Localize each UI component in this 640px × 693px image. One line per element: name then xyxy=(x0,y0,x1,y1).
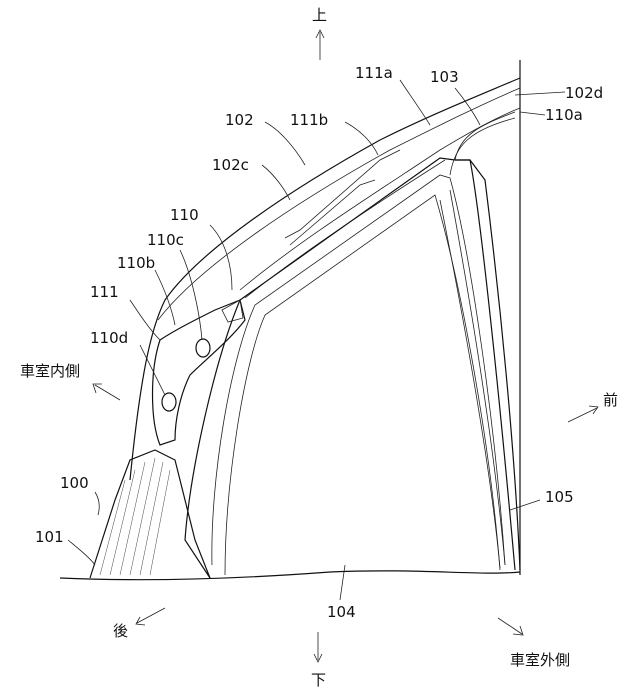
label-103: 103 xyxy=(430,68,459,86)
leader-103 xyxy=(454,87,481,126)
roof-inner-edge xyxy=(157,87,521,321)
bracket-tab xyxy=(221,299,244,323)
label-110: 110 xyxy=(170,206,199,224)
leader-111 xyxy=(129,299,161,341)
direction-front: 前 xyxy=(603,391,618,409)
roof-rail-2 xyxy=(244,159,446,299)
direction-cabin-outer: 車室外側 xyxy=(510,651,570,669)
label-110d: 110d xyxy=(90,329,128,347)
label-100: 100 xyxy=(60,474,89,492)
label-110c: 110c xyxy=(147,231,184,249)
direction-down: 下 xyxy=(311,671,326,689)
leader-104 xyxy=(339,564,346,601)
seal-111b-2 xyxy=(289,179,376,246)
leader-102d xyxy=(514,91,566,96)
label-111b: 111b xyxy=(290,111,328,129)
rear-pillar-hatch-2 xyxy=(109,469,136,576)
hole-110c xyxy=(195,338,211,358)
leader-110 xyxy=(209,224,233,291)
front-pillar-inner xyxy=(439,199,501,569)
label-111a: 111a xyxy=(355,64,393,82)
break-line xyxy=(59,570,521,581)
label-105: 105 xyxy=(545,488,574,506)
seal-111b xyxy=(284,149,401,239)
label-104: 104 xyxy=(327,603,356,621)
label-110a: 110a xyxy=(545,106,583,124)
glass-edge xyxy=(224,194,501,576)
label-110b: 110b xyxy=(117,254,155,272)
leader-110a xyxy=(519,111,546,116)
rear-pillar-hatch-6 xyxy=(149,469,171,576)
leader-102c xyxy=(261,164,291,201)
leader-110c xyxy=(179,249,203,341)
roof-rail xyxy=(239,107,521,291)
arrow-front xyxy=(567,405,599,423)
rear-pillar-hatch-4 xyxy=(129,457,156,576)
leader-100 xyxy=(94,491,100,516)
corner-103b xyxy=(449,117,516,176)
rear-pillar-hatch-1 xyxy=(99,479,126,576)
arrow-down xyxy=(313,632,323,663)
front-pillar-mid xyxy=(449,189,506,566)
direction-rear: 後 xyxy=(113,622,128,640)
leader-101 xyxy=(67,539,96,566)
rear-pillar-hatch-3 xyxy=(119,461,146,576)
label-111: 111 xyxy=(90,283,119,301)
leader-105 xyxy=(509,499,541,511)
hole-110d xyxy=(161,392,177,412)
direction-up: 上 xyxy=(312,6,327,24)
arrow-cabin-inner xyxy=(92,383,121,401)
label-102c: 102c xyxy=(212,156,249,174)
leader-110d xyxy=(139,344,166,396)
leader-111b xyxy=(344,121,379,156)
label-102d: 102d xyxy=(565,84,603,102)
leader-102 xyxy=(264,121,306,166)
window-frame-inner xyxy=(211,174,506,566)
bracket-110 xyxy=(151,299,246,446)
roof-outer-edge xyxy=(129,77,521,481)
front-pillar-outer xyxy=(455,159,521,571)
label-101: 101 xyxy=(35,528,64,546)
arrow-cabin-outer xyxy=(497,617,524,636)
rear-pillar-hatch-5 xyxy=(139,461,164,576)
direction-cabin-inner: 車室内側 xyxy=(20,362,80,380)
arrow-rear xyxy=(135,607,166,626)
label-102: 102 xyxy=(225,111,254,129)
rear-pillar-outer xyxy=(89,449,211,579)
leader-110b xyxy=(154,269,176,326)
arrow-up xyxy=(315,29,325,60)
leader-111a xyxy=(399,79,431,126)
